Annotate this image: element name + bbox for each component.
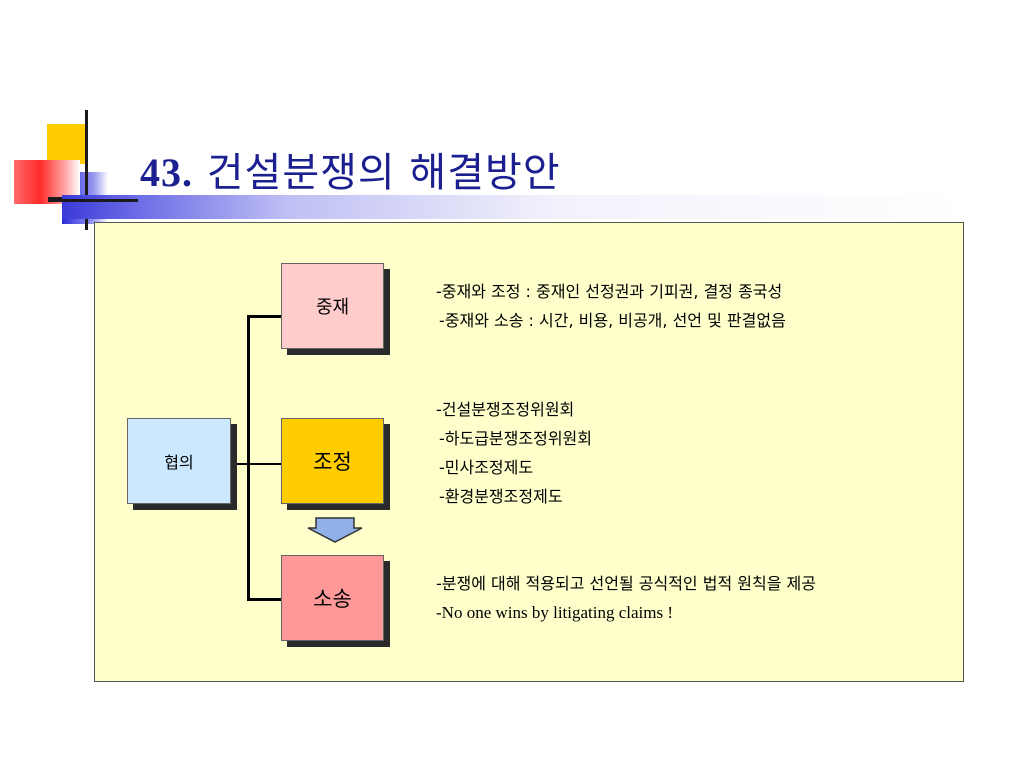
arbitration-label: 중재	[315, 297, 350, 318]
negotiation-label: 협의	[164, 453, 194, 472]
mediation-note-3: -민사조정제도	[439, 458, 534, 477]
connector-trunk	[247, 316, 250, 601]
litigation-box: 소송	[281, 555, 384, 641]
litigation-note-2: -No one wins by litigating claims !	[436, 603, 674, 622]
title-underline-rule	[48, 199, 138, 202]
mediation-label: 조정	[313, 450, 352, 474]
page-title: 43. 건설분쟁의 해결방안	[140, 140, 561, 198]
arbitration-notes: -중재와 조정 : 중재인 선정권과 기피권, 결정 종국성 -중재와 소송 :…	[436, 277, 786, 335]
arbitration-note-2: -중재와 소송 : 시간, 비용, 비공개, 선언 및 판결없음	[439, 311, 786, 330]
yellow-square	[47, 124, 85, 164]
connector-negotiation	[230, 463, 248, 465]
mediation-notes: -건설분쟁조정위원회 -하도급분쟁조정위원회 -민사조정제도 -환경분쟁조정제도	[436, 395, 592, 511]
title-underline	[62, 195, 962, 219]
arbitration-note-1: -중재와 조정 : 중재인 선정권과 기피권, 결정 종국성	[436, 282, 783, 301]
connector-arbitration	[247, 315, 282, 318]
mediation-note-4: -환경분쟁조정제도	[439, 487, 563, 506]
title-number: 43.	[140, 150, 193, 195]
litigation-notes: -분쟁에 대해 적용되고 선언될 공식적인 법적 원칙을 제공 -No one …	[436, 569, 816, 627]
mediation-note-2: -하도급분쟁조정위원회	[439, 429, 592, 448]
negotiation-box: 협의	[127, 418, 231, 504]
connector-mediation	[247, 463, 282, 465]
litigation-note-1: -분쟁에 대해 적용되고 선언될 공식적인 법적 원칙을 제공	[436, 574, 816, 593]
mediation-box: 조정	[281, 418, 384, 504]
arrow-down-icon	[307, 517, 363, 543]
title-text: 건설분쟁의 해결방안	[206, 150, 561, 196]
arbitration-box: 중재	[281, 263, 384, 349]
connector-litigation	[247, 598, 282, 601]
litigation-label: 소송	[313, 587, 352, 611]
mediation-note-1: -건설분쟁조정위원회	[436, 400, 575, 419]
diagram-panel	[94, 222, 964, 682]
vertical-rule	[85, 110, 88, 230]
